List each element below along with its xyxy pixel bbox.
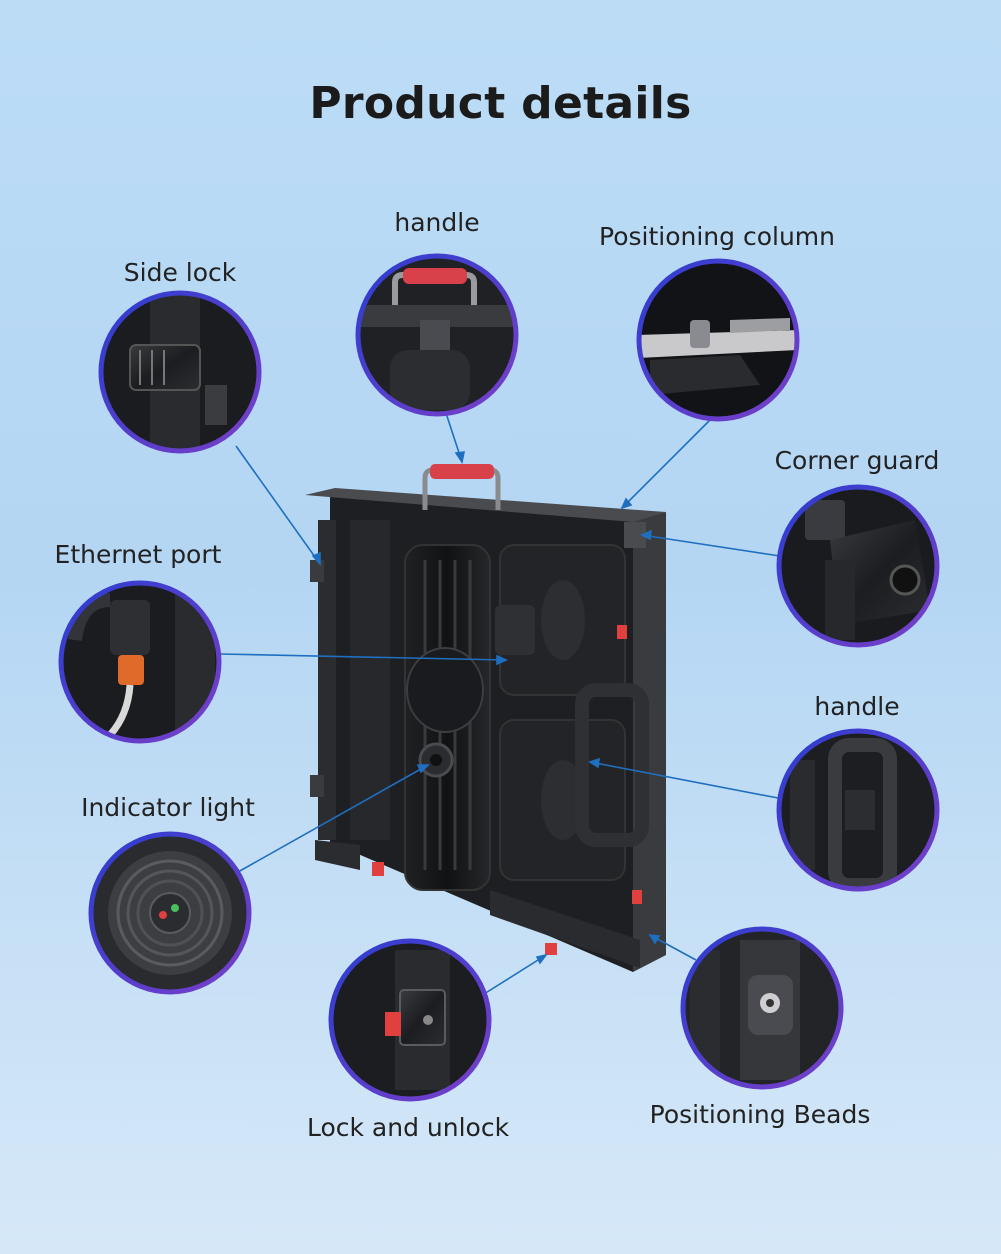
arrowhead-positioning-beads (648, 934, 661, 945)
callout-indicator-light (237, 764, 429, 873)
arrowhead-lock-and-unlock (535, 953, 548, 965)
arrowhead-side-lock (311, 551, 321, 567)
indicator-light-detail-image (88, 831, 252, 995)
handle-top-detail-image (355, 253, 519, 417)
label-indicator-light: Indicator light (81, 793, 255, 822)
arrowhead-handle-right (588, 757, 600, 769)
callout-handle-right (589, 761, 779, 799)
handle-right-detail-image (776, 728, 940, 892)
arrowhead-handle-top (454, 451, 466, 465)
side-lock-detail-image (98, 290, 262, 454)
label-handle-top: handle (394, 208, 480, 237)
callout-positioning-column (621, 417, 713, 509)
positioning-beads-detail-image (680, 926, 844, 1090)
callout-side-lock (235, 445, 321, 565)
lock-and-unlock-detail-image (328, 938, 492, 1102)
label-ethernet-port: Ethernet port (54, 540, 222, 569)
arrowhead-ethernet-port (496, 654, 508, 666)
callout-lock-and-unlock (483, 954, 547, 995)
label-handle-right: handle (814, 692, 900, 721)
callout-lines (219, 409, 781, 995)
callout-ethernet-port (219, 653, 507, 661)
corner-guard-detail-image (776, 484, 940, 648)
ethernet-port-detail-image (58, 580, 222, 744)
label-positioning-beads: Positioning Beads (649, 1100, 871, 1129)
label-corner-guard: Corner guard (774, 446, 940, 475)
positioning-column-detail-image (636, 258, 800, 422)
arrowhead-corner-guard (640, 529, 652, 541)
arrowhead-positioning-column (620, 497, 633, 510)
label-positioning-column: Positioning column (599, 222, 835, 251)
callout-corner-guard (641, 534, 781, 557)
label-lock-and-unlock: Lock and unlock (306, 1113, 510, 1142)
page-title: Product details (309, 78, 692, 129)
label-side-lock: Side lock (123, 258, 237, 287)
arrowhead-indicator-light (416, 764, 430, 774)
led-cabinet-image (305, 464, 666, 972)
